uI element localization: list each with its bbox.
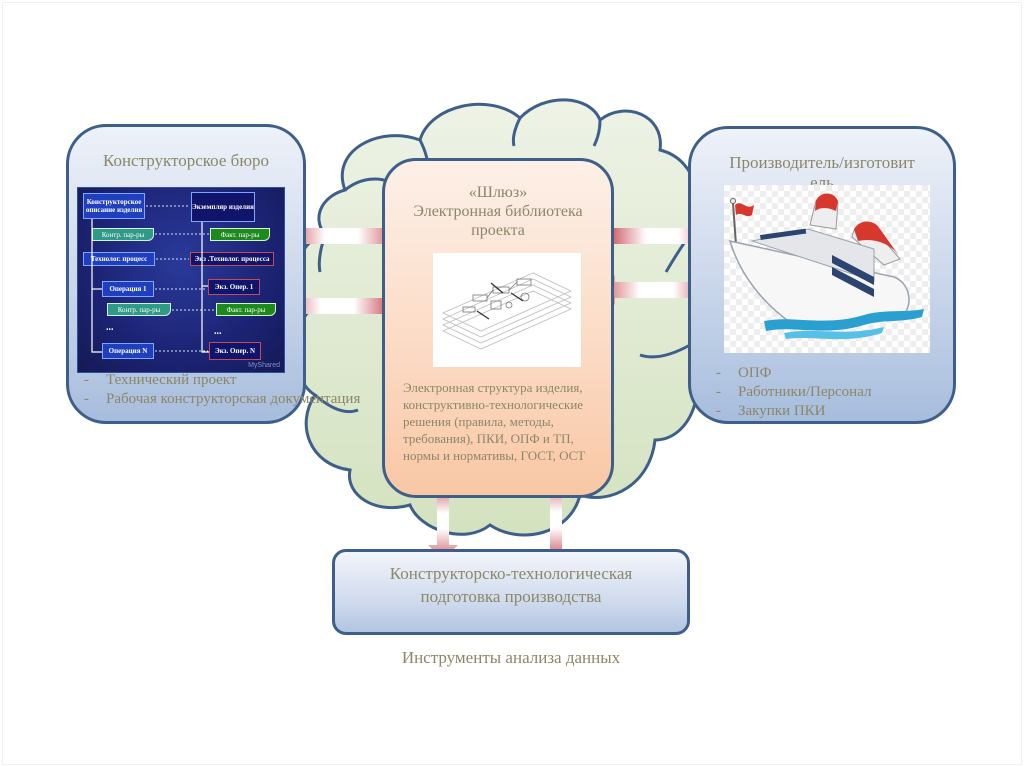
list-item: ОПФ [716,364,871,383]
arrow-left-to-bureau [283,291,392,321]
list-item: Рабочая конструкторская документация [84,390,360,409]
watermark: MyShared [248,362,280,369]
design-bureau-title: Конструкторское бюро [102,151,270,170]
kb-box: Факт. пар-ры [210,228,270,241]
preparation-line2: подготовка производства [420,587,602,606]
manufacturer-list: ОПФ Работники/Персонал Закупки ПКИ [716,364,871,421]
manufacturer-title-cont: ель [810,173,834,185]
kb-connectors [91,205,215,353]
list-item: Работники/Персонал [716,383,871,402]
kb-box: Операция 1 [102,281,154,297]
isometric-drawing-icon [433,253,581,367]
arrow-down-to-preparation [428,482,458,560]
library-description: Электронная структура изделия, конструкт… [403,380,586,463]
list-item: Закупки ПКИ [716,402,871,421]
library-title-cont: проекта [471,222,525,239]
arrow-up-to-library [541,480,571,560]
cloud-arc [592,119,602,147]
list-item: Технический проект [84,371,360,390]
production-preparation-box: Конструкторско-технологическая подготовк… [332,549,690,635]
electronic-library-panel: «Шлюз» Электронная библиотека проекта [382,158,614,498]
kb-box: Контр. пар-ры [107,303,171,316]
kb-box: Экз .Технолог. процесса [190,252,274,266]
kb-box: Экз. Опер. 1 [208,279,260,295]
arrow-left-to-library [601,275,712,305]
kb-box: Конструкторское описание изделия [83,193,145,219]
data-analysis-caption: Инструменты анализа данных [401,648,621,667]
kb-box: Операция N [102,343,154,359]
arrow-right-to-library [287,221,396,251]
cloud-arc [511,117,522,147]
manufacturer-title: Производитель/изготовит [729,153,915,172]
kb-box: Технолог. процесс [83,252,155,266]
kb-ellipsis: ... [214,326,222,337]
kb-box: Экземпляр изделия [191,192,255,222]
kb-ellipsis: ... [106,322,114,333]
cruise-ship-icon [724,185,930,353]
kb-box: Экз. Опер. N [209,342,261,360]
cloud-arc [639,343,691,359]
kb-box: Факт. пар-ры [216,303,276,316]
design-bureau-list: Технический проект Рабочая конструкторск… [84,371,360,409]
preparation-line1: Конструкторско-технологическая [389,564,633,583]
gateway-title: «Шлюз» [468,184,528,201]
library-title: Электронная библиотека [413,203,583,220]
product-structure-diagram: Конструкторское описание изделия Экземпл… [77,187,285,373]
